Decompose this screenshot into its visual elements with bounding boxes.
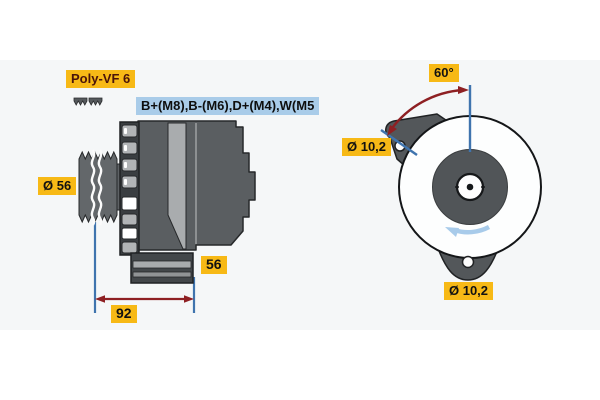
belt-type-label: Poly-VF 6 xyxy=(66,70,136,88)
angle-arc-arrow-60 xyxy=(387,86,469,136)
lug-angle-label: 60° xyxy=(429,64,459,82)
break-line xyxy=(97,149,103,226)
mounting-foot xyxy=(130,252,194,284)
housing-highlight-stripe xyxy=(167,122,187,250)
lower-lug-hole-diameter-label: Ø 10,2 xyxy=(444,282,494,300)
pulley-diameter-label: Ø 56 xyxy=(38,177,77,195)
dimension-extension-lines xyxy=(93,222,196,313)
shaft-center-dot xyxy=(466,183,474,191)
dimension-arrow-92 xyxy=(95,295,194,303)
terminal-designation-label: B+(M8),B-(M6),D+(M4),W(M5 xyxy=(136,97,320,115)
foot-width-dimension-label: 56 xyxy=(201,256,227,274)
mounting-length-dimension-label: 92 xyxy=(111,305,137,323)
front-view xyxy=(380,85,542,281)
rotation-direction-arrow xyxy=(445,224,491,237)
break-line xyxy=(90,149,96,226)
pulley-side xyxy=(78,149,118,226)
lower-lug-hole xyxy=(461,255,475,269)
belt-rib-icon xyxy=(73,97,103,106)
side-view xyxy=(73,97,256,313)
cooling-fin-column xyxy=(119,121,140,256)
upper-lug-hole-diameter-label: Ø 10,2 xyxy=(342,138,392,156)
angle-reference-lines xyxy=(380,85,472,156)
